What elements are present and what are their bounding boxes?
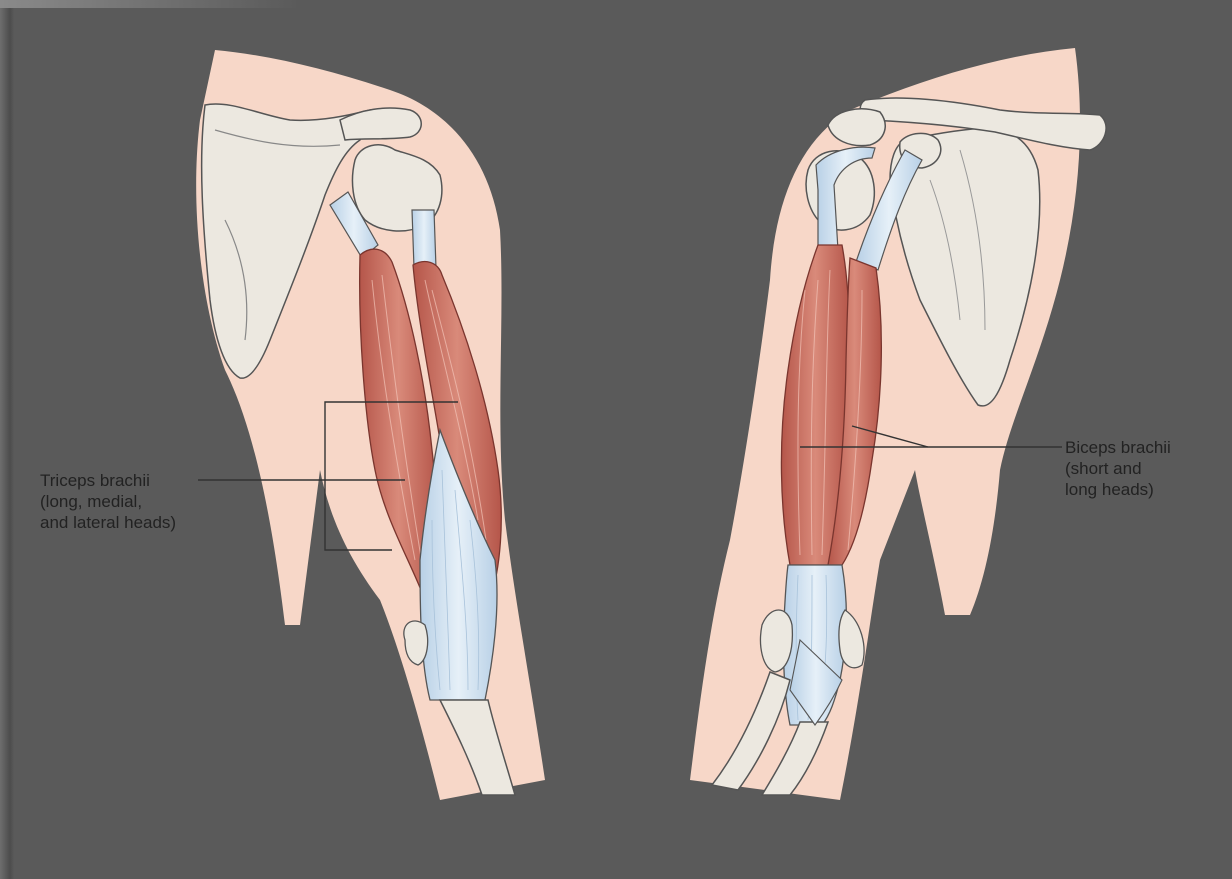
triceps-label-line2: (long, medial, [40, 491, 176, 512]
left-triceps-tendon-upper-2 [412, 210, 436, 268]
anterior-arm [690, 48, 1106, 800]
triceps-label: Triceps brachii (long, medial, and later… [40, 470, 176, 533]
biceps-label-line3: long heads) [1065, 479, 1171, 500]
biceps-label: Biceps brachii (short and long heads) [1065, 437, 1171, 500]
biceps-label-line2: (short and [1065, 458, 1171, 479]
biceps-label-line1: Biceps brachii [1065, 437, 1171, 458]
triceps-label-line1: Triceps brachii [40, 470, 176, 491]
triceps-label-line3: and lateral heads) [40, 512, 176, 533]
posterior-arm [196, 50, 545, 800]
